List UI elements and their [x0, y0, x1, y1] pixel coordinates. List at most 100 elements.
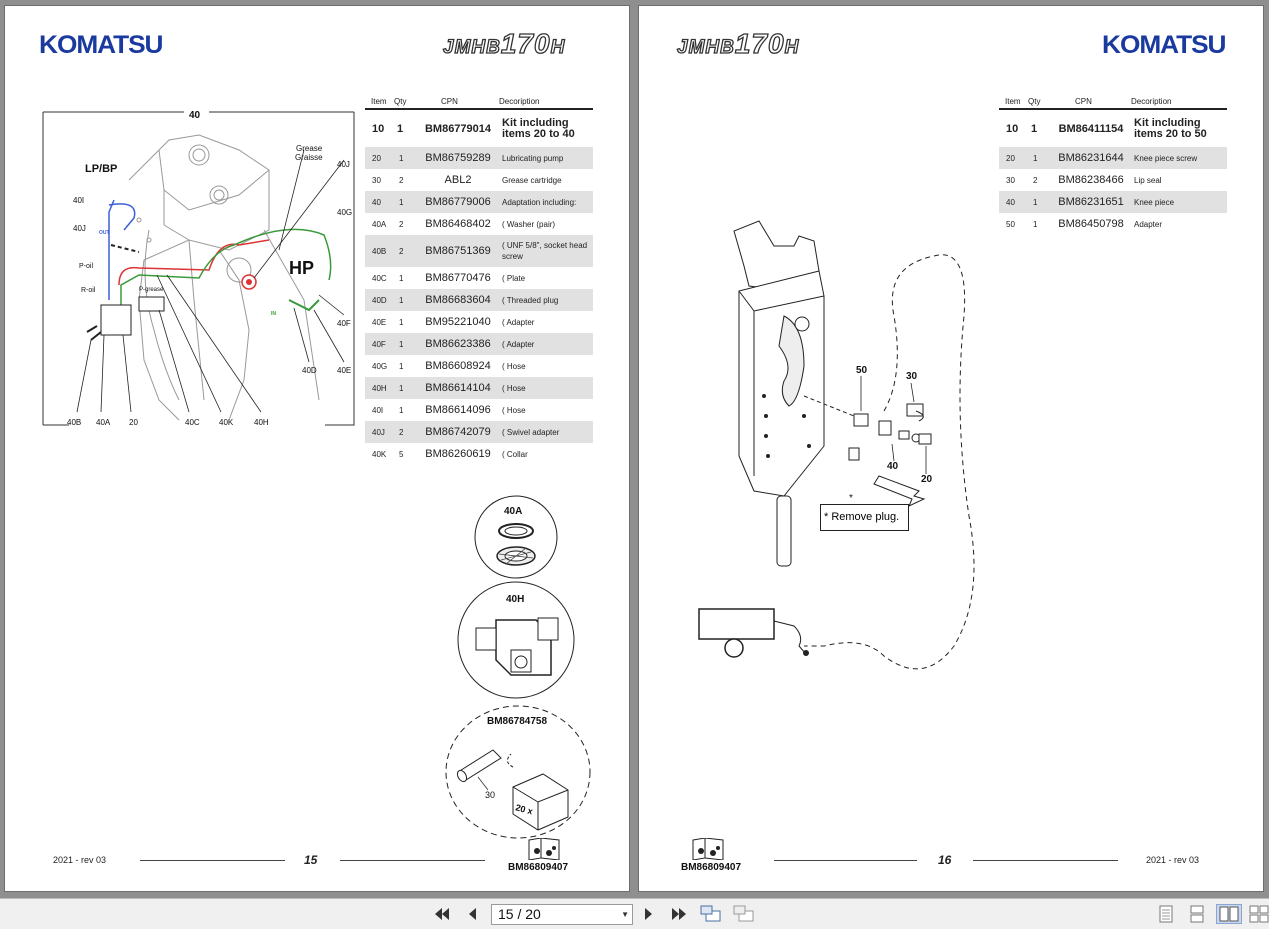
- komatsu-logo: KOMATSU: [39, 31, 163, 59]
- box-label: 20 x: [514, 802, 534, 816]
- single-page-view-button[interactable]: [1156, 904, 1176, 924]
- cell-item: 10: [1006, 122, 1019, 135]
- label-20: 20: [129, 418, 138, 427]
- previous-page-button[interactable]: [464, 904, 480, 924]
- cell-item: 40F: [365, 333, 394, 355]
- footer-rule: [340, 860, 485, 861]
- col-description: Decoription: [499, 97, 593, 110]
- label-30: 30: [906, 371, 918, 382]
- rotate-back-button[interactable]: [733, 904, 755, 924]
- two-page-view-button[interactable]: [1216, 904, 1242, 924]
- page-number-select[interactable]: 15 / 20 ▼: [491, 904, 633, 925]
- cell-qty: 1: [1028, 191, 1051, 213]
- cell-qty: 1: [399, 273, 404, 283]
- cell-qty: 1: [394, 191, 417, 213]
- cell-qty: 5: [399, 449, 404, 459]
- cell-desc: ( Washer (pair): [502, 219, 556, 229]
- page-15: KOMATSU JMHB170H: [4, 5, 630, 892]
- cell-cpn: BM86614104: [417, 377, 499, 399]
- in-label: IN: [271, 311, 276, 317]
- label-asterisk: *: [849, 493, 853, 504]
- cell-qty: 1: [399, 317, 404, 327]
- hp-label: HP: [289, 258, 314, 278]
- two-page-continuous-icon: [1249, 905, 1269, 923]
- cell-item: 20: [365, 147, 394, 169]
- first-page-button[interactable]: [432, 904, 452, 924]
- footer-date: 2021 - rev 03: [53, 855, 107, 865]
- cell-item: 40D: [365, 289, 394, 311]
- cell-item: 20: [999, 147, 1028, 169]
- last-page-icon: [672, 908, 686, 920]
- cell-qty: 1: [394, 289, 417, 311]
- cell-desc: ( Plate: [502, 273, 526, 283]
- cell-cpn: BM86770476: [425, 272, 491, 284]
- cell-desc: Kit including items 20 to 50: [1134, 116, 1207, 140]
- label-40i: 40I: [73, 196, 84, 205]
- fitting-detail-label: 40H: [506, 594, 524, 605]
- label-40k: 40K: [219, 418, 234, 427]
- cell-qty: 2: [399, 175, 404, 185]
- next-page-icon: [645, 908, 652, 920]
- col-description: Decoription: [1131, 97, 1227, 110]
- kit-icon: [692, 838, 724, 860]
- continuous-icon: [1190, 905, 1204, 923]
- cell-desc: ( Swivel adapter: [499, 421, 593, 443]
- grease-label: Grease: [296, 144, 323, 153]
- cell-desc: ( Adapter: [502, 317, 535, 327]
- cell-cpn: BM86683604: [417, 289, 499, 311]
- label-40h: 40H: [254, 418, 269, 427]
- cell-desc: ( Hose: [499, 377, 593, 399]
- next-page-button[interactable]: [641, 904, 657, 924]
- model-title: JMHB170H: [442, 27, 566, 59]
- col-item: Item: [999, 97, 1028, 110]
- cell-item: 30: [372, 175, 381, 185]
- label-40b: 40B: [67, 418, 81, 427]
- cell-item: 40C: [372, 273, 387, 283]
- out-label: OUT: [99, 230, 110, 236]
- footer-cpn: BM86809407: [508, 862, 569, 873]
- last-page-button[interactable]: [669, 904, 689, 924]
- rotate-button[interactable]: [700, 904, 722, 924]
- cartridge-label: 30: [485, 790, 495, 800]
- cell-item: 50: [1006, 219, 1015, 229]
- rotate-back-icon: [733, 905, 754, 922]
- prev-page-icon: [469, 908, 476, 920]
- diagram-label-40: 40: [189, 110, 201, 121]
- col-qty: Qty: [1028, 97, 1051, 110]
- page-number: 16: [938, 853, 952, 867]
- cell-cpn: BM86759289: [417, 147, 499, 169]
- col-qty: Qty: [394, 97, 417, 110]
- cell-cpn: BM86231644: [1051, 147, 1131, 169]
- cell-qty: 2: [394, 421, 417, 443]
- cell-item: 40K: [372, 449, 387, 459]
- fitting-detail: 40H: [457, 581, 575, 699]
- cell-cpn: BM86751369: [417, 235, 499, 267]
- washer-detail-label: 40A: [504, 506, 522, 517]
- continuous-view-button[interactable]: [1187, 904, 1207, 924]
- cell-qty: 1: [399, 361, 404, 371]
- two-page-continuous-view-button[interactable]: [1249, 904, 1269, 924]
- cell-cpn: BM86614096: [425, 404, 491, 416]
- footer-rule: [140, 860, 285, 861]
- cell-cpn: BM86623386: [417, 333, 499, 355]
- cell-item: 40I: [372, 405, 384, 415]
- label-40c: 40C: [185, 418, 200, 427]
- document-viewport[interactable]: KOMATSU JMHB170H: [0, 0, 1269, 898]
- cell-qty: 1: [1031, 122, 1038, 135]
- rotate-icon: [700, 905, 721, 922]
- cell-qty: 1: [394, 377, 417, 399]
- col-cpn: CPN: [417, 97, 499, 110]
- model-title: JMHB170H: [676, 27, 800, 59]
